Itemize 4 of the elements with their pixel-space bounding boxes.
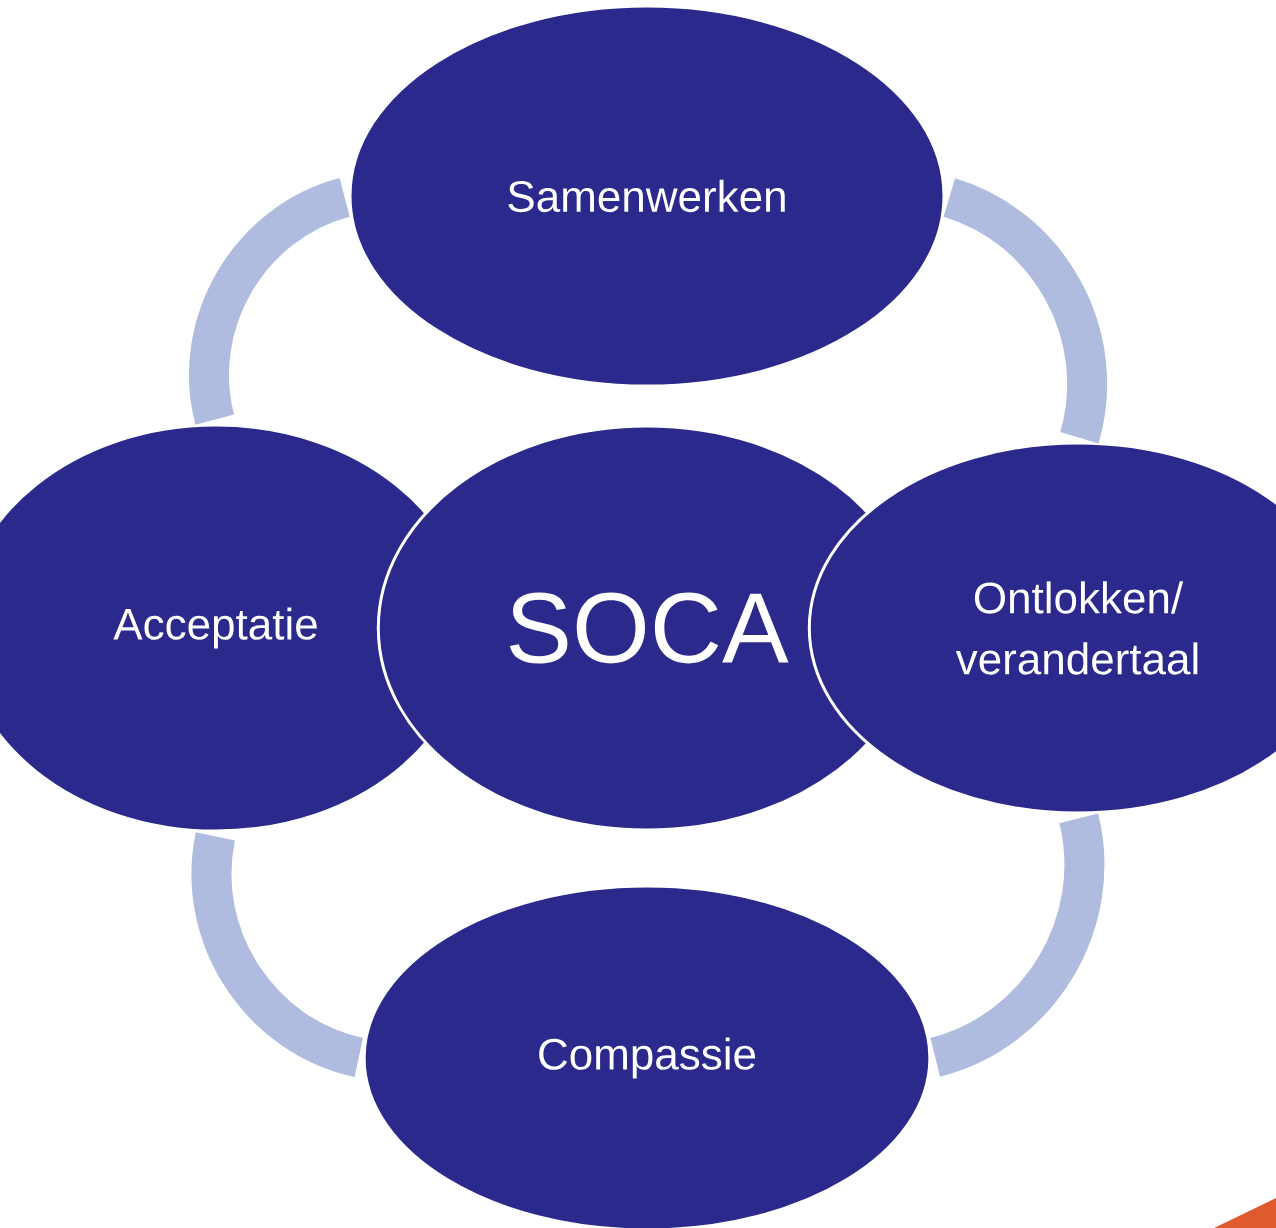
- node-label: Ontlokken/ verandertaal: [955, 581, 1198, 675]
- ellipse-node: Samenwerken: [348, 4, 946, 388]
- ellipse-node: Ontlokken/ verandertaal: [807, 441, 1276, 815]
- ellipse-node: Compassie: [362, 884, 932, 1228]
